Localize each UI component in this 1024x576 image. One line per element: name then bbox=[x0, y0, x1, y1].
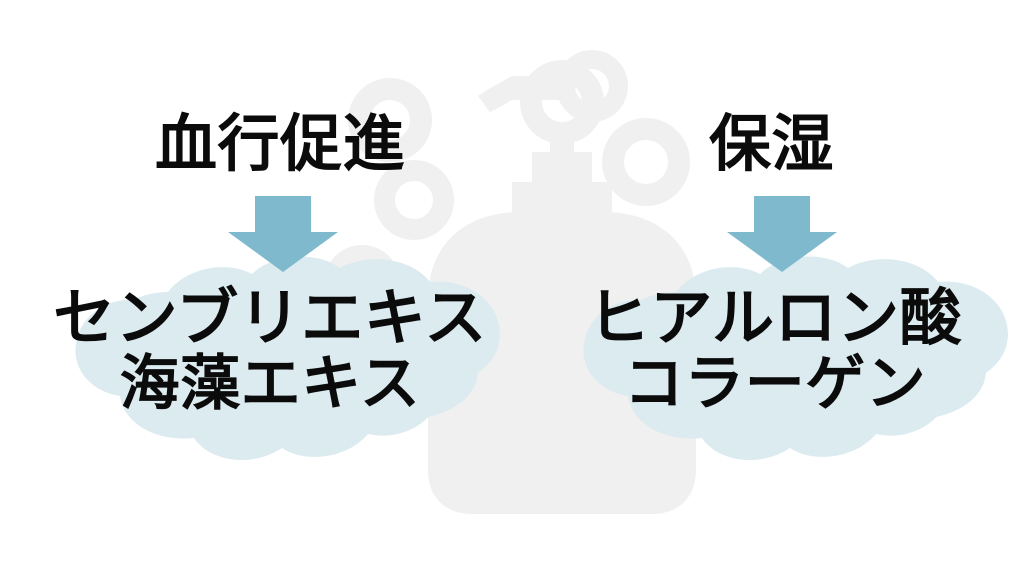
bottle-detail-square bbox=[550, 258, 574, 282]
pump-collar-upper bbox=[532, 152, 592, 186]
bubble-ring-icon bbox=[602, 118, 691, 206]
pump-collar-lower bbox=[512, 182, 612, 218]
down-arrow-icon-right bbox=[727, 196, 837, 272]
pump-head-ring bbox=[520, 60, 605, 144]
column-heading-left: 血行促進 bbox=[155, 110, 406, 179]
column-heading-right: 保湿 bbox=[709, 110, 835, 179]
bubble-ring-icon bbox=[556, 50, 629, 122]
ingredient-label: センブリエキス bbox=[53, 284, 487, 353]
ingredient-label: ヒアルロン酸 bbox=[587, 284, 963, 353]
ingredient-group-left: センブリエキス 海藻エキス bbox=[20, 286, 520, 415]
ingredient-label: 海藻エキス bbox=[119, 349, 421, 417]
pump-stem bbox=[550, 140, 574, 178]
down-arrow-icon-left bbox=[228, 196, 338, 272]
ingredient-group-right: ヒアルロン酸 コラーゲン bbox=[540, 286, 1010, 415]
bottle-detail-bar bbox=[456, 430, 516, 448]
ingredient-label: コラーゲン bbox=[623, 349, 927, 417]
pump-nozzle-arm bbox=[478, 76, 562, 112]
